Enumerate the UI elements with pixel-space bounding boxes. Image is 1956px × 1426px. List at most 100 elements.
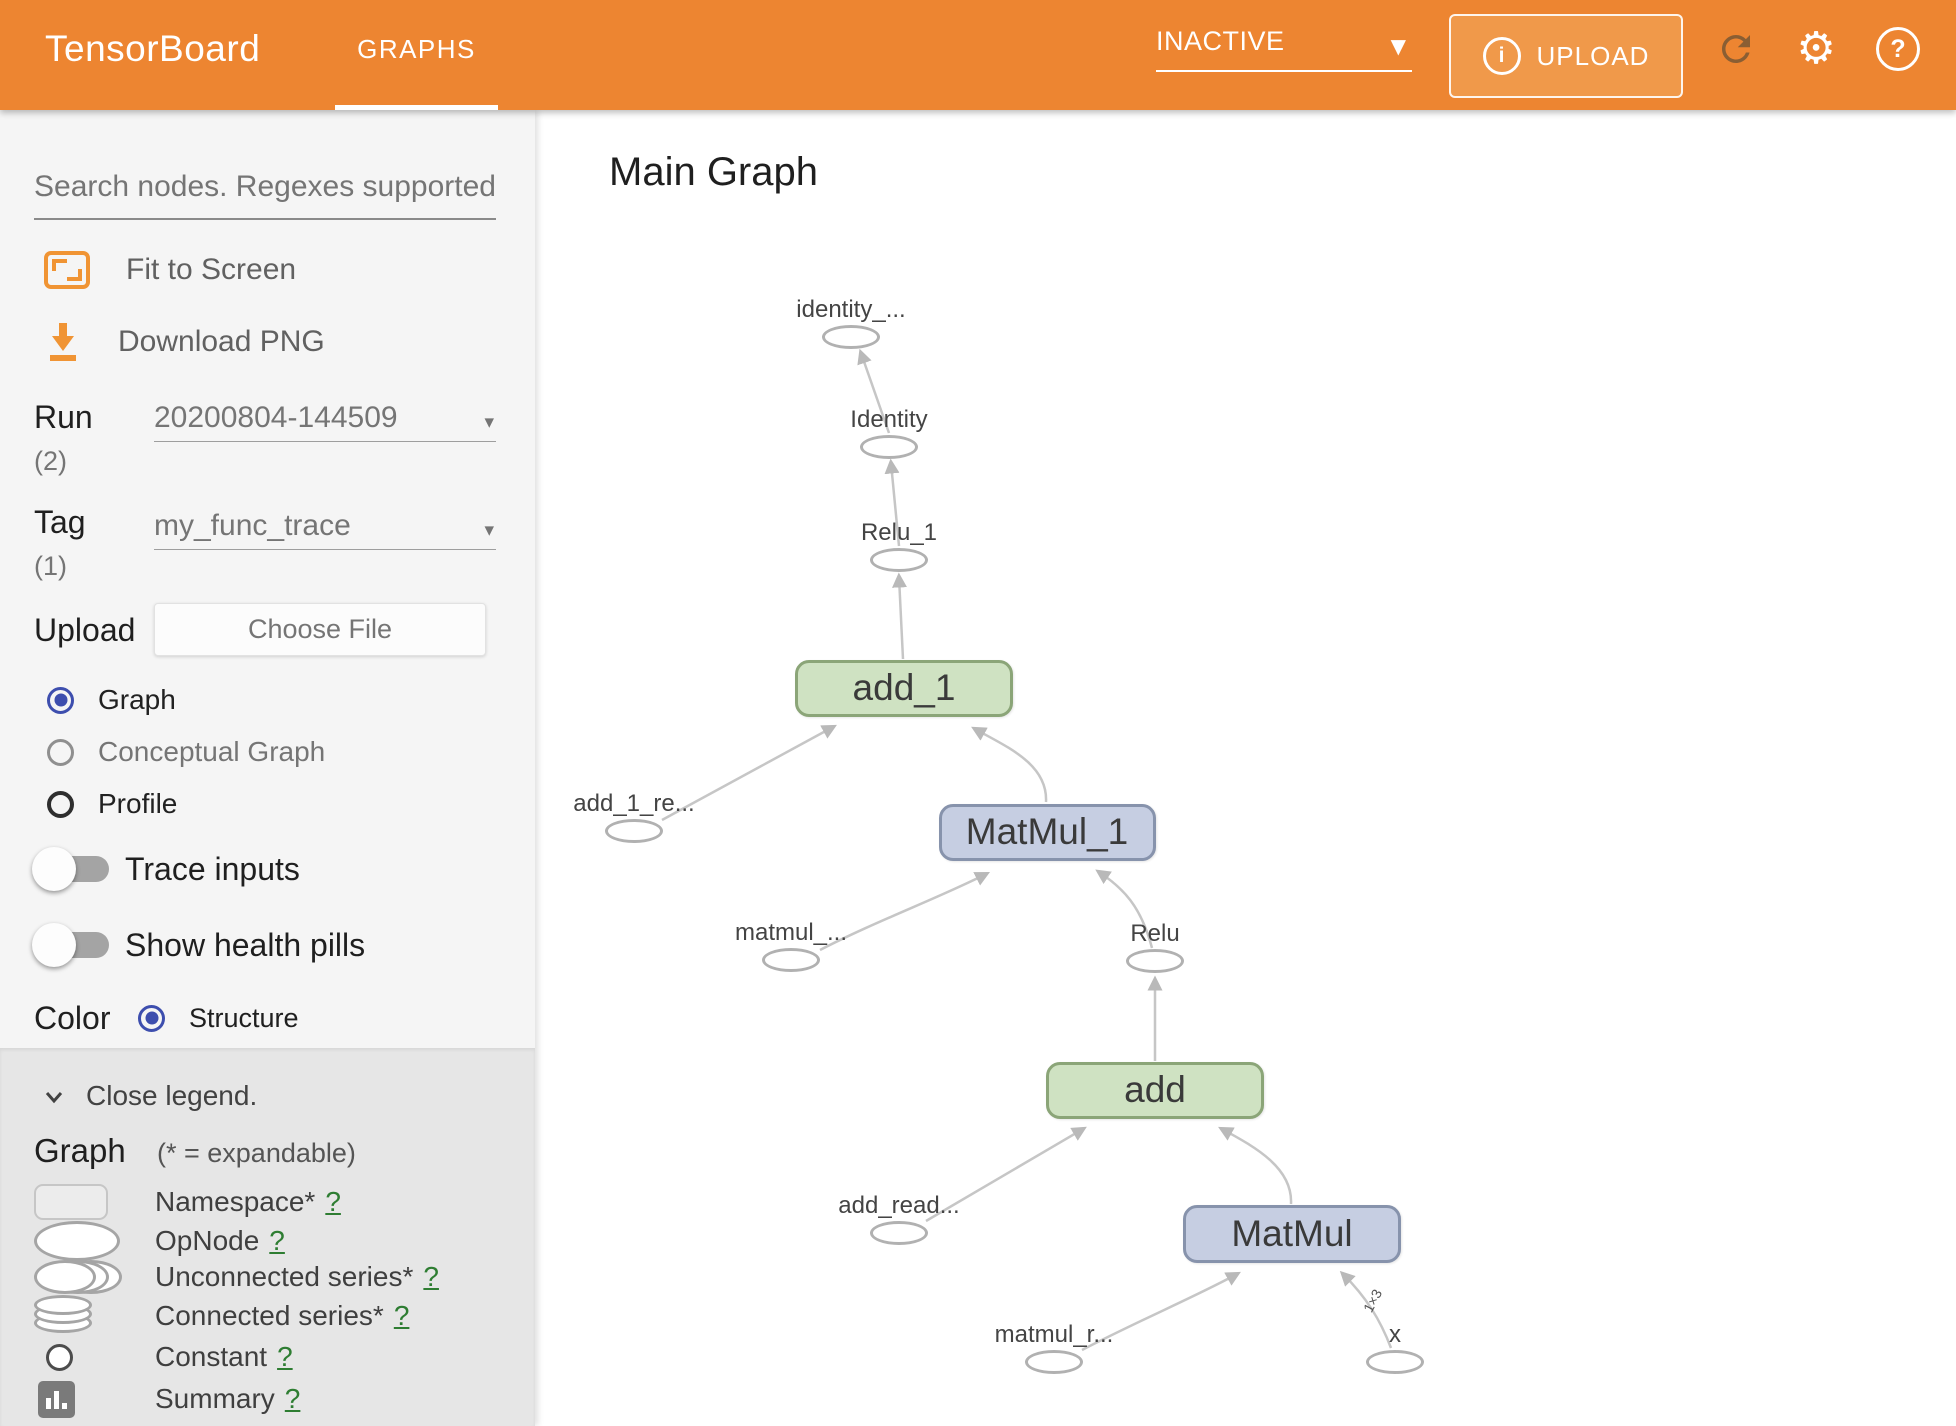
upload-button-label: UPLOAD: [1536, 40, 1650, 71]
help-link[interactable]: ?: [269, 1225, 285, 1256]
help-link[interactable]: ?: [277, 1341, 293, 1372]
search-field: [34, 170, 496, 220]
graph-node-Identity[interactable]: [860, 435, 918, 459]
help-link[interactable]: ?: [423, 1261, 439, 1292]
legend-label: Connected series*: [155, 1300, 384, 1331]
radio-option-graph[interactable]: Graph: [47, 684, 325, 715]
download-icon: [50, 323, 76, 361]
toggle-trace-inputs[interactable]: Trace inputs: [32, 845, 365, 893]
unconnected-swatch-icon: [34, 1260, 126, 1294]
refresh-button[interactable]: [1712, 25, 1760, 73]
graph-node-MatMul_1[interactable]: MatMul_1: [938, 803, 1156, 861]
opnode-swatch-icon: [34, 1221, 120, 1261]
graph-node-add_1[interactable]: add_1: [795, 659, 1013, 717]
chevron-down-icon: [45, 1092, 63, 1104]
status-dropdown-underline: [1156, 70, 1412, 72]
active-tab-indicator: [335, 105, 498, 110]
settings-button[interactable]: ⚙: [1792, 25, 1840, 73]
tag-dropdown-value: my_func_trace: [154, 509, 351, 542]
run-dropdown[interactable]: 20200804-144509 ▾: [154, 401, 496, 442]
graph-node-identity_series[interactable]: [822, 325, 880, 349]
graph-node-add[interactable]: add: [1046, 1061, 1264, 1119]
legend-title-row: Graph (* = expandable): [34, 1132, 356, 1172]
run-dropdown-value: 20200804-144509: [154, 401, 398, 434]
info-icon: i: [1482, 37, 1521, 75]
legend-item-constant: Constant?: [34, 1337, 293, 1377]
status-dropdown-value: INACTIVE: [1156, 26, 1285, 56]
tag-dropdown[interactable]: my_func_trace ▾: [154, 509, 496, 550]
close-legend-button[interactable]: Close legend.: [40, 1076, 257, 1116]
help-button[interactable]: ?: [1874, 25, 1922, 73]
radio-structure[interactable]: [138, 1004, 165, 1032]
download-png-label: Download PNG: [118, 325, 325, 358]
radio-option-profile[interactable]: Profile: [47, 788, 325, 819]
legend-label: Namespace*: [155, 1186, 316, 1217]
fit-to-screen-icon: [44, 251, 90, 289]
toggle-show-health-pills[interactable]: Show health pills: [32, 921, 366, 969]
refresh-icon: [1722, 35, 1750, 63]
help-link[interactable]: ?: [284, 1383, 301, 1414]
graph-node-add_read[interactable]: [870, 1221, 928, 1245]
chevron-down-icon: ▾: [484, 519, 494, 541]
radio-option-conceptual-graph[interactable]: Conceptual Graph: [47, 736, 326, 767]
graph-node-x[interactable]: [1366, 1350, 1424, 1374]
graph-node-matmul_series[interactable]: [762, 948, 820, 972]
fit-to-screen-label: Fit to Screen: [126, 253, 297, 286]
legend-label: Unconnected series*: [155, 1261, 414, 1292]
fit-to-screen-button[interactable]: Fit to Screen: [44, 248, 296, 292]
run-count: (2): [34, 446, 67, 476]
upload-button[interactable]: i UPLOAD: [1449, 14, 1683, 98]
connected-swatch-icon: [34, 1295, 96, 1337]
run-label: Run: [34, 399, 93, 435]
status-dropdown[interactable]: INACTIVE ▼: [1156, 26, 1412, 72]
toggle-label: Show health pills: [125, 926, 366, 963]
radio-circle-icon[interactable]: [47, 738, 74, 766]
help-icon: ?: [1876, 27, 1920, 71]
tab-graphs[interactable]: GRAPHS: [357, 34, 476, 64]
toggle-switch-icon[interactable]: [32, 921, 109, 969]
legend-title: Graph: [34, 1132, 126, 1169]
namespace-swatch-icon: [34, 1184, 108, 1220]
tag-count: (1): [34, 551, 67, 581]
summary-swatch-icon: [38, 1380, 75, 1418]
constant-swatch-icon: [46, 1343, 73, 1371]
graph-node-add_1_re[interactable]: [605, 819, 663, 843]
help-link[interactable]: ?: [325, 1186, 341, 1217]
app-header: TensorBoard GRAPHS INACTIVE ▼ i UPLOAD ⚙…: [0, 0, 1956, 110]
chevron-down-icon: ▼: [1390, 34, 1406, 58]
graph-node-Relu_1[interactable]: [870, 548, 928, 572]
app-logo: TensorBoard: [45, 28, 261, 69]
close-legend-label: Close legend.: [86, 1080, 258, 1111]
download-png-button[interactable]: Download PNG: [44, 320, 325, 364]
choose-file-button[interactable]: Choose File: [154, 603, 486, 656]
legend-item-opnode: OpNode?: [34, 1221, 285, 1261]
legend-label: Summary: [155, 1383, 275, 1414]
toggle-label: Trace inputs: [125, 850, 300, 887]
legend-item-summary: Summary?: [34, 1379, 300, 1419]
radio-label: Graph: [98, 684, 176, 715]
legend-label: OpNode: [155, 1225, 260, 1256]
tag-label: Tag: [34, 504, 86, 540]
radio-circle-icon[interactable]: [47, 790, 74, 818]
sidebar: Fit to Screen Download PNG Run (2) 20200…: [0, 110, 535, 1426]
upload-label: Upload: [34, 612, 136, 648]
legend-note: (* = expandable): [157, 1138, 356, 1168]
radio-label: Profile: [98, 788, 178, 819]
color-option-label: Structure: [189, 1002, 299, 1033]
graph-node-MatMul[interactable]: MatMul: [1183, 1205, 1401, 1263]
graph-node-Relu[interactable]: [1126, 949, 1184, 973]
radio-circle-icon[interactable]: [47, 686, 74, 714]
chevron-down-icon: ▾: [484, 411, 494, 433]
color-by-row: Color Structure: [34, 998, 299, 1038]
legend-panel: Close legend. Graph (* = expandable) Nam…: [0, 1048, 535, 1426]
gear-icon: ⚙: [1796, 23, 1836, 74]
search-input[interactable]: [34, 170, 496, 218]
graph-node-matmul_r[interactable]: [1025, 1350, 1083, 1374]
color-label: Color: [34, 999, 111, 1036]
radio-label: Conceptual Graph: [98, 736, 326, 767]
help-link[interactable]: ?: [393, 1300, 410, 1331]
legend-label: Constant: [155, 1341, 268, 1372]
toggle-switch-icon[interactable]: [32, 845, 109, 893]
